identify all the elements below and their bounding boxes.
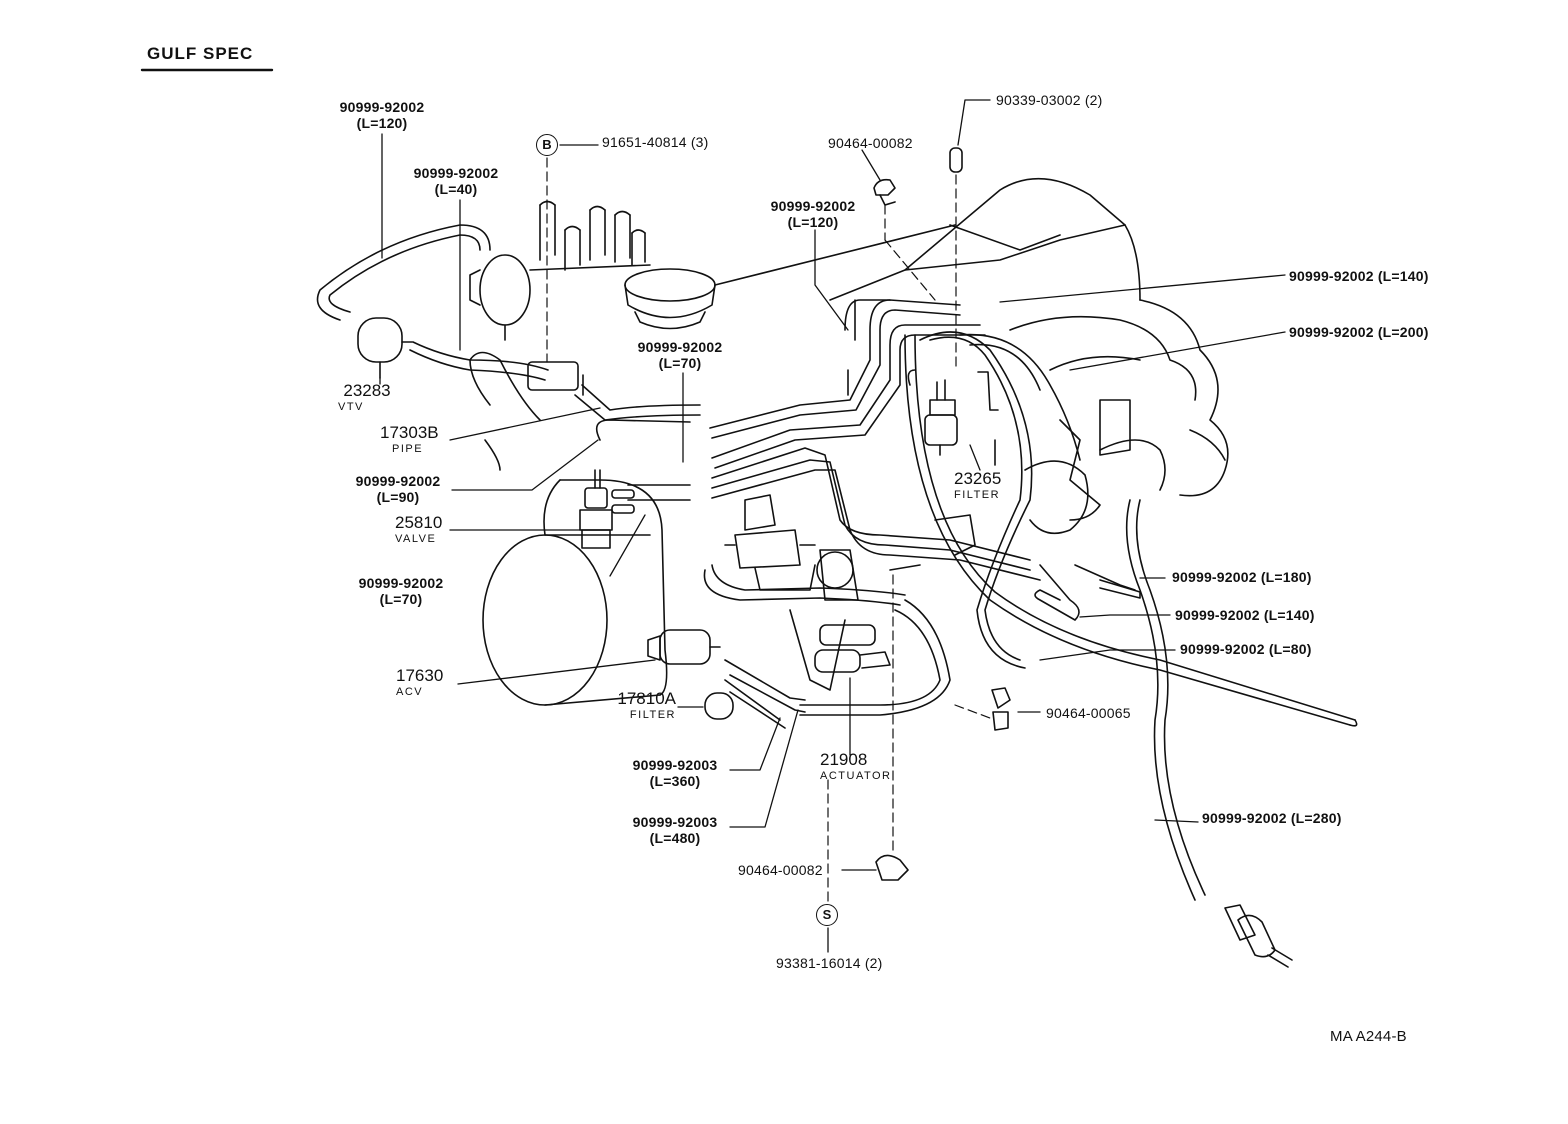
hose-length: (L=70): [658, 355, 702, 371]
part-name: VTV: [338, 401, 364, 413]
hose-length: (L=70): [379, 591, 423, 607]
engine-block-outline: [829, 177, 1229, 535]
dashed-reference-lines: [546, 157, 991, 906]
label-pipe: 17303B PIPE: [380, 423, 439, 457]
label-plug-top: 90339-03002 (2): [996, 92, 1103, 108]
part-number: 90999-92002: [358, 575, 444, 591]
label-clamp-bottom: 90464-00082: [738, 862, 823, 878]
label-bolt-b: 91651-40814 (3): [602, 134, 709, 150]
page-title: GULF SPEC: [147, 44, 254, 63]
label-acv: 17630 ACV: [396, 666, 444, 700]
vacuum-pipe-bundle: [709, 299, 1041, 581]
mount-bracket: [889, 514, 976, 571]
part-name: ACTUATOR: [820, 770, 892, 782]
part-number: 90999-92002: [413, 165, 499, 181]
part-name: FILTER: [629, 709, 676, 721]
label-hose-360: 90999-92003 (L=360): [620, 757, 730, 789]
label-hose-70-low: 90999-92002 (L=70): [346, 575, 456, 607]
label-vtv: 23283 VTV: [332, 381, 402, 415]
label-hose-140-low: 90999-92002 (L=140): [1175, 607, 1315, 623]
label-hose-70-top: 90999-92002 (L=70): [625, 339, 735, 371]
label-filter-right: 23265 FILTER: [954, 469, 1002, 503]
hose-length: (L=120): [356, 115, 408, 131]
filter-23265: [924, 379, 996, 466]
label-hose-120-top: 90999-92002 (L=120): [327, 99, 437, 131]
part-number: 17810A: [617, 689, 676, 708]
label-filter-left: 17810A FILTER: [590, 689, 676, 723]
label-actuator: 21908 ACTUATOR: [820, 750, 892, 784]
part-number: 90999-92002: [637, 339, 723, 355]
air-cleaner-outline: [469, 351, 668, 706]
label-hose-40: 90999-92002 (L=40): [401, 165, 511, 197]
label-hose-180: 90999-92002 (L=180): [1172, 569, 1312, 585]
hose-length: (L=40): [434, 181, 478, 197]
part-number: 21908: [820, 750, 868, 769]
label-hose-280: 90999-92002 (L=280): [1202, 810, 1342, 826]
vacuum-diaphragm: [469, 254, 531, 341]
label-hose-200: 90999-92002 (L=200): [1289, 324, 1429, 340]
label-hose-90: 90999-92002 (L=90): [343, 473, 453, 505]
clamp-right: [991, 687, 1011, 731]
leader-lines: [379, 99, 1286, 953]
part-number: 17630: [396, 666, 444, 685]
clamp-bottom: [875, 854, 909, 881]
marker-b: B: [536, 134, 558, 156]
distributor-cap: [529, 200, 651, 271]
valve-25810: [579, 469, 691, 549]
hoses-upper-left: [316, 224, 701, 441]
vtv-canister: [357, 317, 413, 379]
part-number: 90999-92003: [632, 814, 718, 830]
hose-length: (L=360): [649, 773, 701, 789]
label-hose-120-mid: 90999-92002 (L=120): [758, 198, 868, 230]
clamp-top: [873, 178, 896, 206]
label-bolt-s: 93381-16014 (2): [776, 955, 883, 971]
part-number: 25810: [395, 513, 443, 532]
hoses-lower-center: [724, 659, 806, 729]
plug-top: [949, 147, 963, 173]
hose-length: (L=120): [787, 214, 839, 230]
diagram-code: MA A244-B: [1330, 1028, 1407, 1045]
label-hose-80: 90999-92002 (L=80): [1180, 641, 1312, 657]
label-valve: 25810 VALVE: [395, 513, 443, 547]
part-number: 90999-92002: [770, 198, 856, 214]
part-name: VALVE: [395, 533, 437, 545]
label-clamp-right: 90464-00065: [1046, 705, 1131, 721]
hose-length: (L=90): [376, 489, 420, 505]
oil-filler-cap: [624, 224, 956, 330]
part-name: PIPE: [392, 443, 424, 455]
label-hose-140-top: 90999-92002 (L=140): [1289, 268, 1429, 284]
part-name: ACV: [396, 686, 424, 698]
part-number: 23283: [343, 381, 391, 400]
label-hose-480: 90999-92003 (L=480): [620, 814, 730, 846]
vacuum-hoses-right: [904, 331, 1358, 727]
marker-s: S: [816, 904, 838, 926]
part-number: 90999-92003: [632, 757, 718, 773]
part-number: 90999-92002: [355, 473, 441, 489]
part-number: 17303B: [380, 423, 439, 442]
acv-17630: [647, 629, 721, 665]
label-clamp-top: 90464-00082: [828, 135, 913, 151]
hose-length: (L=480): [649, 830, 701, 846]
filter-17810a: [704, 692, 734, 720]
hose-280-and-filter: [1125, 499, 1293, 968]
part-number: 23265: [954, 469, 1002, 488]
part-number: 90999-92002: [339, 99, 425, 115]
part-name: FILTER: [954, 489, 1001, 501]
throttle-actuator-assembly: [703, 494, 951, 716]
